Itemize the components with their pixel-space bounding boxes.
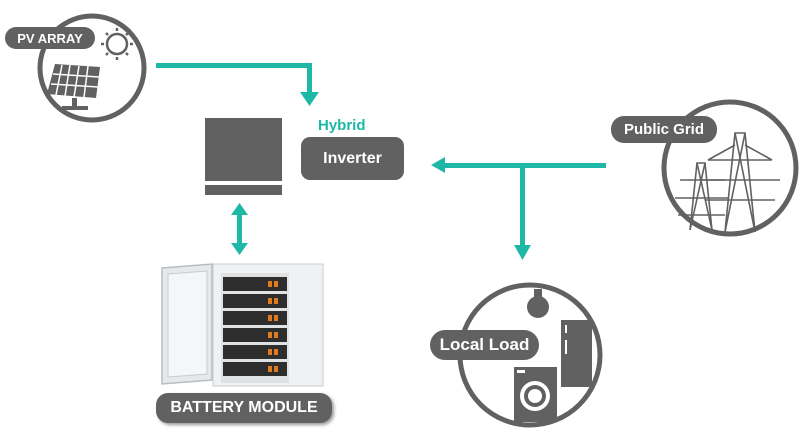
sun-icon (101, 28, 133, 60)
transmission-tower-icon (675, 132, 780, 233)
battery-modules (223, 277, 287, 376)
arrow-inverter-battery-bidirectional (231, 203, 248, 255)
local-load-label: Local Load (430, 330, 539, 360)
light-bulb-icon (527, 289, 549, 318)
flow-arrows (156, 63, 606, 260)
battery-cabinet-icon (161, 263, 324, 387)
arrow-pv-to-inverter (156, 63, 319, 106)
solar-panel-icon (47, 64, 100, 110)
inverter-label: Inverter (301, 137, 404, 180)
hybrid-label: Hybrid (318, 117, 366, 134)
inverter-box-icon (205, 118, 282, 195)
pv-array-label: PV ARRAY (5, 27, 95, 49)
arrow-grid-to-load (514, 165, 531, 260)
washing-machine-icon (514, 367, 557, 422)
arrow-grid-to-inverter (431, 157, 606, 173)
battery-module-label: BATTERY MODULE (156, 393, 332, 423)
public-grid-label: Public Grid (611, 116, 717, 143)
refrigerator-icon (561, 320, 592, 387)
